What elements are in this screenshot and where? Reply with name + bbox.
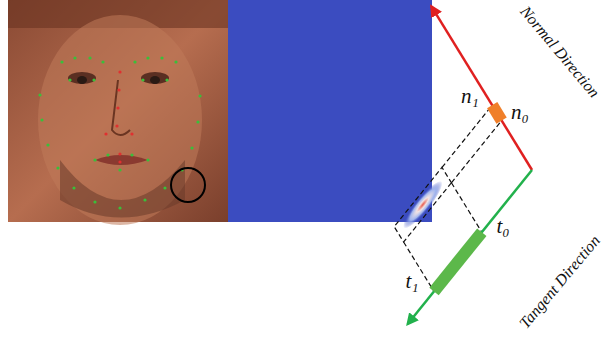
projection-guides	[394, 105, 501, 291]
axis-label: Tangent Direction	[517, 233, 604, 332]
face-photo	[8, 0, 228, 225]
normal-axis	[431, 6, 532, 170]
interval-endpoint: t₁	[405, 271, 418, 292]
interval-endpoint: n₁	[461, 86, 479, 107]
tangent-interval	[434, 232, 482, 291]
interval-endpoint: n₀	[511, 102, 529, 123]
interval-endpoint: t₀	[496, 216, 509, 237]
tangent-axis	[408, 170, 532, 324]
heatmap	[228, 0, 447, 232]
normal-interval	[492, 105, 501, 120]
axis-label: Normal Direction	[517, 3, 602, 100]
